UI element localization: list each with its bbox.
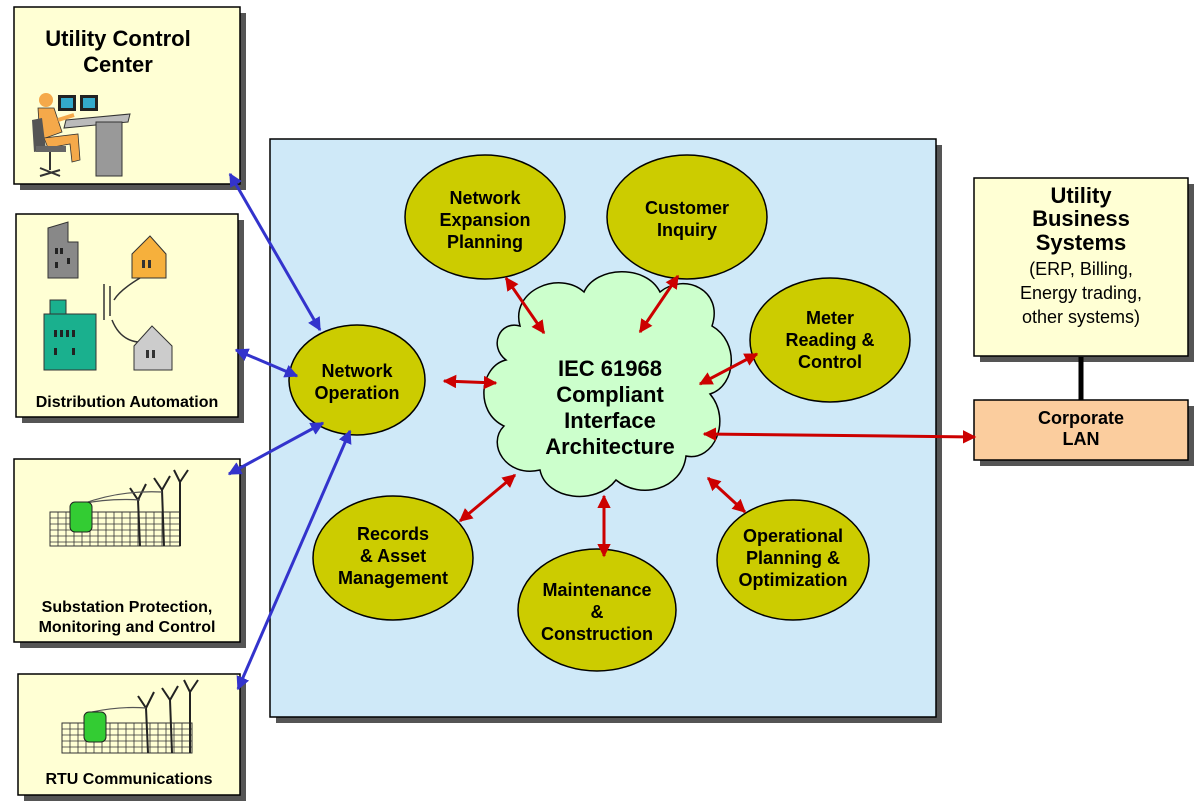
business-systems-title-line2: Business: [1032, 206, 1130, 231]
control-center-title-line2: Center: [83, 52, 153, 77]
cloud-label-line2: Compliant: [556, 382, 664, 407]
red-connector-arrows: [442, 274, 977, 558]
business-systems-detail-line1: (ERP, Billing,: [1029, 259, 1133, 279]
substation-icon: [49, 469, 189, 547]
meter-reading-line3: Control: [798, 352, 862, 372]
rtu-communications-box: RTU Communications: [17, 673, 246, 801]
meter-reading-line1: Meter: [806, 308, 854, 328]
substation-protection-box: Substation Protection, Monitoring and Co…: [13, 458, 246, 648]
corporate-lan-line2: LAN: [1063, 429, 1100, 449]
records-asset-line3: Management: [338, 568, 448, 588]
network-operation-line1: Network: [321, 361, 393, 381]
rtu-communications-label: RTU Communications: [45, 771, 212, 788]
records-asset-arrow: [458, 473, 517, 523]
operator-workstation-icon: [32, 93, 131, 177]
operational-planning-line2: Planning &: [746, 548, 840, 568]
network-expansion-line2: Expansion: [439, 210, 530, 230]
meter-reading-node: Meter Reading & Control: [749, 277, 911, 403]
corporate-lan-arrow: [702, 427, 977, 444]
business-systems-title-line3: Systems: [1036, 230, 1127, 255]
substation-label-line1: Substation Protection,: [42, 599, 213, 616]
corporate-lan-box: Corporate LAN: [973, 399, 1194, 466]
maintenance-line2: &: [591, 602, 604, 622]
blue-connector-arrows: [227, 172, 352, 691]
network-expansion-line3: Planning: [447, 232, 523, 252]
business-systems-box: Utility Business Systems (ERP, Billing, …: [973, 177, 1194, 362]
network-expansion-line1: Network: [449, 188, 521, 208]
customer-inquiry-line1: Customer: [645, 198, 729, 218]
maintenance-line3: Construction: [541, 624, 653, 644]
control-center-arrow: [228, 172, 322, 332]
distribution-automation-arrow: [234, 348, 299, 378]
cloud-label-line4: Architecture: [545, 434, 675, 459]
records-asset-node: Records & Asset Management: [312, 495, 474, 621]
network-operation-node: Network Operation: [288, 324, 426, 436]
records-asset-line1: Records: [357, 524, 429, 544]
cloud-label-line3: Interface: [564, 408, 656, 433]
business-systems-detail-line3: other systems): [1022, 307, 1140, 327]
operational-planning-line1: Operational: [743, 526, 843, 546]
distribution-automation-box: Distribution Automation: [15, 213, 244, 423]
business-systems-detail-line2: Energy trading,: [1020, 283, 1142, 303]
operational-planning-node: Operational Planning & Optimization: [716, 499, 870, 621]
network-expansion-arrow: [504, 276, 546, 335]
meter-reading-arrow: [698, 352, 759, 386]
substation-icon: [61, 679, 199, 754]
network-expansion-node: Network Expansion Planning: [404, 154, 566, 280]
utility-control-center-box: Utility Control Center: [13, 6, 246, 190]
corporate-lan-line1: Corporate: [1038, 408, 1124, 428]
customer-inquiry-arrow: [638, 274, 680, 334]
buildings-icon: [43, 221, 173, 371]
customer-inquiry-line2: Inquiry: [657, 220, 717, 240]
network-operation-line2: Operation: [314, 383, 399, 403]
customer-inquiry-node: Customer Inquiry: [606, 154, 768, 280]
operational-planning-arrow: [706, 476, 747, 514]
cloud-label-line1: IEC 61968: [558, 356, 662, 381]
maintenance-line1: Maintenance: [542, 580, 651, 600]
maintenance-node: Maintenance & Construction: [517, 548, 677, 672]
substation-label-line2: Monitoring and Control: [39, 619, 216, 636]
business-systems-title-line1: Utility: [1050, 183, 1112, 208]
control-center-title-line1: Utility Control: [45, 26, 190, 51]
network-operation-arrow: [442, 374, 498, 390]
distribution-automation-label: Distribution Automation: [36, 394, 219, 411]
meter-reading-line2: Reading &: [785, 330, 874, 350]
rtu-arrow: [236, 429, 352, 691]
operational-planning-line3: Optimization: [739, 570, 848, 590]
records-asset-line2: & Asset: [360, 546, 426, 566]
